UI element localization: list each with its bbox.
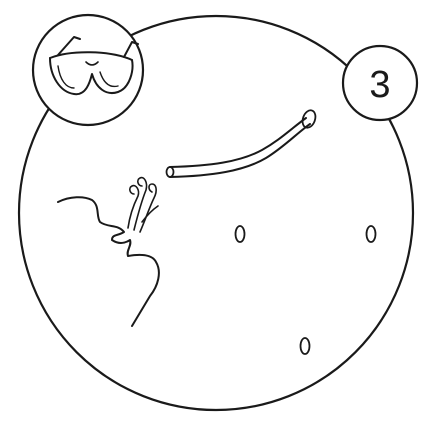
safety-glasses-badge [33, 15, 143, 125]
safety-glasses-badge-circle [33, 15, 143, 125]
face-profile-icon [58, 197, 159, 326]
hose-entry-hole [300, 108, 317, 129]
step-number: 3 [369, 64, 390, 106]
hole-icon [367, 226, 376, 242]
hole-icon [236, 226, 245, 242]
hose-icon [167, 108, 318, 177]
air-blow-icon [128, 178, 158, 232]
step-number-badge: 3 [343, 46, 417, 120]
hole-icon [301, 338, 310, 354]
